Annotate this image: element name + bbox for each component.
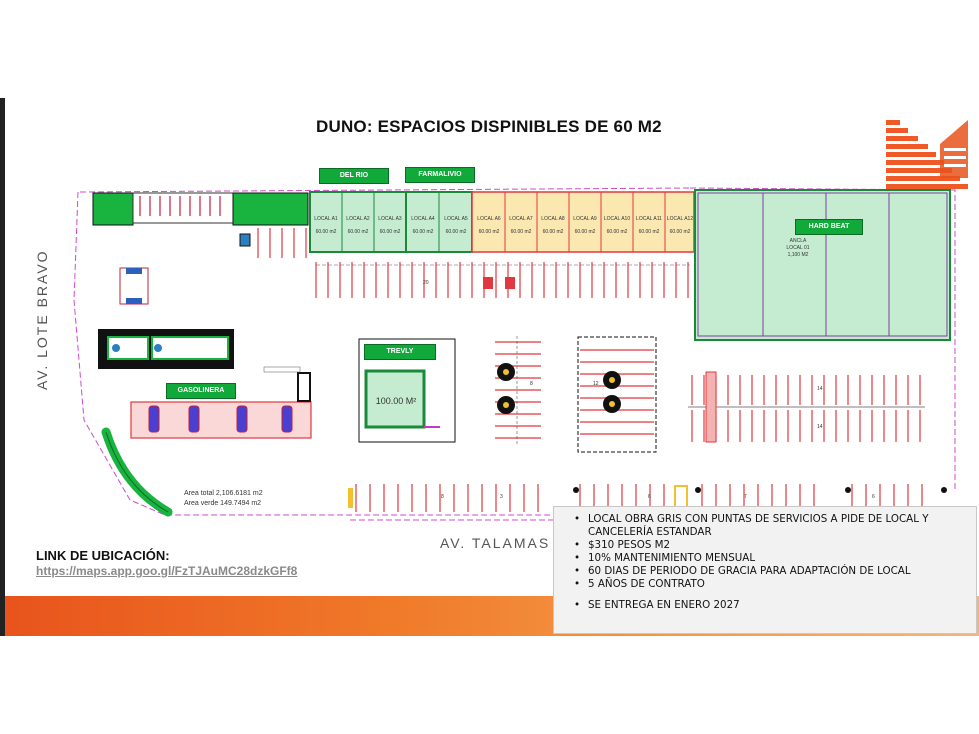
local-a5-name: LOCAL A5 — [444, 216, 468, 222]
parking-number-4: 14 — [817, 386, 823, 392]
local-a7-area: 60.00 m2 — [511, 229, 532, 235]
label-hard-beat: HARD BEAT — [795, 219, 863, 235]
local-a6-area: 60.00 m2 — [479, 229, 500, 235]
parking-number-8: 6 — [648, 494, 651, 500]
local-a12-name: LOCAL A12 — [667, 216, 693, 222]
local-a3-area: 60.00 m2 — [380, 229, 401, 235]
duno-logo — [886, 120, 968, 189]
area-summary: Area total 2,106.6181 m2 Area verde 149.… — [184, 489, 263, 509]
info-item: 5 AÑOS DE CONTRATO — [574, 578, 968, 591]
info-item: $310 PESOS M2 — [574, 539, 968, 552]
local-a8-name: LOCAL A8 — [541, 216, 565, 222]
info-item: SE ENTREGA EN ENERO 2027 — [574, 599, 968, 612]
street-av-lote-bravo: AV. LOTE BRAVO — [34, 249, 50, 390]
link-title: LINK DE UBICACIÓN: — [36, 548, 170, 563]
local-a6-name: LOCAL A6 — [477, 216, 501, 222]
parking-number-9: 7 — [744, 494, 747, 500]
area-total: Area total 2,106.6181 m2 — [184, 490, 263, 497]
local-a1-name: LOCAL A1 — [314, 216, 338, 222]
local-a1-area: 60.00 m2 — [316, 229, 337, 235]
site-plan: LOCAL A1 60.00 m2 LOCAL A2 60.00 m2 LOCA… — [73, 187, 956, 521]
label-trevly: TREVLY — [364, 344, 436, 360]
parking-number-7: 3 — [500, 494, 503, 500]
location-link[interactable]: https://maps.app.goo.gl/FzTJAuMC28dzkGFf… — [36, 564, 298, 578]
street-av-talamas: AV. TALAMAS — [440, 535, 551, 551]
parking-number-3: 12 — [593, 381, 599, 387]
label-gasolinera: GASOLINERA — [166, 383, 236, 399]
info-box: LOCAL OBRA GRIS CON PUNTAS DE SERVICIOS … — [553, 506, 977, 634]
label-farmalivio: FARMALIVIO — [405, 167, 475, 183]
parking-number-6: 8 — [441, 494, 444, 500]
local-a9-area: 60.00 m2 — [575, 229, 596, 235]
local-a11-area: 60.00 m2 — [639, 229, 660, 235]
parking-number-10: 6 — [872, 494, 875, 500]
local-a9-name: LOCAL A9 — [573, 216, 597, 222]
local-a4-area: 60.00 m2 — [413, 229, 434, 235]
label-del-rio: DEL RIO — [319, 168, 389, 184]
page-title: DUNO: ESPACIOS DISPINIBLES DE 60 M2 — [316, 117, 662, 136]
slide-left-border — [0, 98, 5, 636]
parking-number-2: 8 — [530, 381, 533, 387]
ancla-line1: ANCLA — [790, 238, 807, 244]
local-a12-area: 60.00 m2 — [670, 229, 691, 235]
local-a10-name: LOCAL A10 — [604, 216, 630, 222]
area-verde: Area verde 149.7494 m2 — [184, 500, 262, 507]
info-item: LOCAL OBRA GRIS CON PUNTAS DE SERVICIOS … — [574, 513, 968, 539]
local-a11-name: LOCAL A11 — [636, 216, 662, 222]
ancla-line3: 1,100 M2 — [788, 252, 809, 258]
local-a7-name: LOCAL A7 — [509, 216, 533, 222]
local-a8-area: 60.00 m2 — [543, 229, 564, 235]
info-list: LOCAL OBRA GRIS CON PUNTAS DE SERVICIOS … — [554, 507, 976, 612]
local-a2-name: LOCAL A2 — [346, 216, 370, 222]
ancla-line2: LOCAL 01 — [786, 245, 809, 251]
parking-number-1: 20 — [423, 280, 429, 286]
local-a5-area: 60.00 m2 — [446, 229, 467, 235]
parking-number-5: 14 — [817, 424, 823, 430]
trevly-area: 100.00 M² — [376, 396, 417, 406]
local-a4-name: LOCAL A4 — [411, 216, 435, 222]
local-a3-name: LOCAL A3 — [378, 216, 402, 222]
local-a10-area: 60.00 m2 — [607, 229, 628, 235]
info-item: 60 DIAS DE PERIODO DE GRACIA PARA ADAPTA… — [574, 565, 968, 578]
local-a2-area: 60.00 m2 — [348, 229, 369, 235]
info-item: 10% MANTENIMIENTO MENSUAL — [574, 552, 968, 565]
